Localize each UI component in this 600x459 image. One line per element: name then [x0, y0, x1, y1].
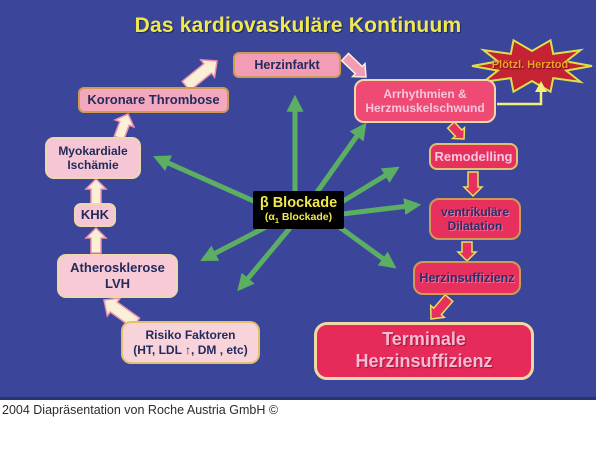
- flow-arrow-risiko-atherosklerose: [103, 297, 141, 329]
- node-beta-blockade: β Blockade (α1 Blockade): [253, 191, 344, 229]
- diagram-arrows: [84, 38, 593, 329]
- flow-arrow-myokardiale-koronare: [113, 113, 136, 141]
- green-arrow-arrhythmien: [312, 122, 367, 197]
- footer-credit: 2004 Diapräsentation von Roche Austria G…: [2, 403, 279, 417]
- flow-arrow-khk-myokardiale: [84, 177, 108, 205]
- flow-arrow-herzinfarkt-arrhythmien: [340, 52, 367, 78]
- green-arrow-herzinsuffizienz: [336, 223, 397, 269]
- node-herzinfarkt: Herzinfarkt: [233, 52, 341, 78]
- flow-arrow-herzinsuffizienz-terminale: [429, 293, 454, 320]
- green-arrow-ventrikulaere: [341, 198, 422, 217]
- green-arrow-remodelling: [338, 166, 400, 206]
- green-arrow-myokardiale: [153, 155, 260, 206]
- flow-arrow-ventrikulaere-herzinsuffizienz: [456, 241, 478, 263]
- sudden-death-starburst-icon: [471, 38, 593, 94]
- node-myokardiale-ischaemie: Myokardiale Ischämie: [45, 137, 141, 179]
- node-koronare-thrombose: Koronare Thrombose: [78, 87, 229, 113]
- node-remodelling: Remodelling: [429, 143, 518, 170]
- sudden-death-label: Plötzl. Herztod: [491, 59, 569, 71]
- node-atherosklerose-lvh: Atherosklerose LVH: [57, 254, 178, 298]
- node-khk: KHK: [74, 203, 116, 227]
- node-arrhythmien-herzmuskelschwund: Arrhythmien & Herzmuskelschwund: [354, 79, 496, 123]
- flow-arrow-atherosklerose-khk: [84, 226, 108, 254]
- flow-arrow-remodelling-ventrikulaere: [462, 171, 484, 198]
- green-arrow-risiko: [237, 226, 292, 292]
- sudden-death-connector-arrowhead-icon: [535, 81, 547, 92]
- flow-arrow-arrhythmien-remodelling: [446, 120, 466, 140]
- beta-blockade-line2: (α1 Blockade): [264, 211, 333, 226]
- node-ventrikulaere-dilatation: ventrikuläre Dilatation: [429, 198, 521, 240]
- node-risiko-faktoren: Risiko Faktoren (HT, LDL ↑, DM , etc): [121, 321, 260, 364]
- green-arrow-atherosklerose: [200, 223, 270, 262]
- beta-blockade-line1: β Blockade: [259, 194, 338, 211]
- page-title: Das kardiovaskuläre Kontinuum: [134, 14, 462, 37]
- node-terminale-herzinsuffizienz: Terminale Herzinsuffizienz: [314, 322, 534, 380]
- sudden-death-connector: [497, 91, 543, 106]
- node-herzinsuffizienz: Herzinsuffizienz: [413, 261, 521, 295]
- slide: Das kardiovaskuläre Kontinuum: [0, 0, 596, 400]
